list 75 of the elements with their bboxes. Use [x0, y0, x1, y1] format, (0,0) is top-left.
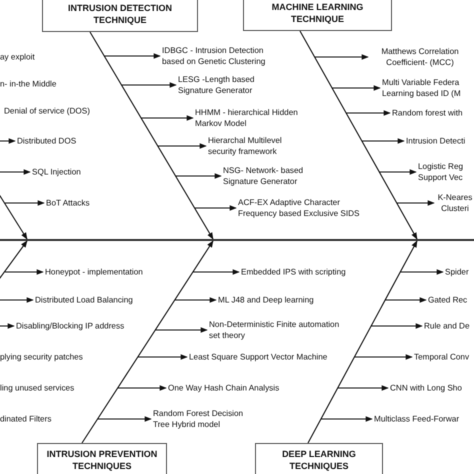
bone-arrow	[90, 32, 214, 240]
branch-arrow	[4, 200, 45, 206]
branch-arrow	[354, 354, 413, 360]
branch-arrow	[174, 297, 217, 303]
branch-arrow	[371, 323, 423, 329]
cause-label: Distributed DOS	[17, 135, 76, 147]
cause-label: dinated Filters	[0, 413, 52, 425]
cause-label: Random forest with	[392, 107, 463, 119]
branch-arrow	[104, 53, 161, 59]
branch-arrow	[118, 385, 167, 391]
cause-label: n- in-the Middle	[0, 78, 56, 90]
cause-label: NSG- Network- based Signature Generator	[223, 164, 323, 188]
cause-label: One Way Hash Chain Analysis	[168, 382, 280, 394]
cause-label: SQL Injection	[32, 166, 81, 178]
branch-arrow	[0, 169, 31, 175]
cause-label: Distributed Load Balancing	[35, 294, 133, 306]
cause-label: ay exploit	[0, 51, 35, 63]
cause-label: Matthews Correlation Coefficient- (MCC)	[370, 46, 470, 68]
category-box: DEEP LEARNING TECHNIQUES	[255, 443, 383, 474]
cause-label: Spider	[445, 266, 469, 278]
branch-arrow	[98, 416, 152, 422]
cause-label: Embedded IPS with scripting	[241, 266, 346, 278]
bone-arrow	[300, 30, 418, 240]
cause-label: Multi Variable Federa Learning based ID (M	[382, 76, 474, 100]
cause-label: Denial of service (DOS)	[4, 105, 90, 117]
spine-line	[0, 239, 474, 241]
branch-arrow	[379, 169, 417, 175]
category-box: INTRUSION PREVENTION TECHNIQUES	[37, 443, 167, 474]
cause-label: Logistic Reg Support Vec	[418, 160, 474, 184]
cause-label: Rule and De	[424, 320, 470, 332]
cause-label: LESG -Length based Signature Generator	[178, 74, 273, 96]
cause-label: ling unused services	[0, 382, 74, 394]
cause-label: K-Neares Clusteri	[436, 192, 474, 214]
branch-arrow	[346, 110, 391, 116]
cause-label: ML J48 and Deep learning	[218, 294, 314, 306]
branch-arrow	[400, 269, 444, 275]
cause-label: Temporal Conv	[414, 351, 470, 363]
branch-arrow	[141, 115, 194, 121]
bone-arrow	[82, 240, 214, 444]
cause-label: Least Square Support Vector Machine	[189, 351, 328, 363]
branch-arrow	[0, 297, 34, 303]
cause-label: plying security patches	[0, 351, 83, 363]
branch-arrow	[396, 200, 435, 206]
cause-label: Hierarchal Multilevel security framework	[208, 134, 308, 158]
branch-arrow	[138, 354, 188, 360]
cause-label: HHMM - hierarchical Hidden Markov Model	[195, 106, 320, 130]
branch-arrow	[0, 138, 16, 144]
branch-arrow	[338, 385, 389, 391]
cause-label: Random Forest Decision Tree Hybrid model	[153, 408, 261, 430]
cause-label: IDBGC - Intrusion Detection based on Genetic Clustering	[162, 44, 282, 68]
bone-arrow	[308, 240, 418, 444]
branch-arrow	[5, 269, 44, 275]
branch-arrow	[194, 205, 237, 211]
cause-label: Multiclass Feed-Forwar	[374, 413, 460, 425]
category-box: MACHINE LEARNING TECHNIQUE	[243, 0, 392, 31]
category-box: INTRUSION DETECTION TECHNIQUE	[42, 0, 198, 32]
branch-arrow	[176, 173, 222, 179]
branch-arrow	[192, 269, 240, 275]
branch-arrow	[385, 297, 427, 303]
cause-label: Non-Deterministic Finite automation set theory	[209, 318, 349, 342]
cause-label: Disabling/Blocking IP address	[16, 320, 124, 332]
cause-label: Intrusion Detecti	[406, 135, 466, 147]
branch-arrow	[122, 82, 177, 88]
branch-arrow	[314, 54, 369, 60]
cause-label: Honeypot - implementation	[45, 266, 143, 278]
branch-arrow	[0, 323, 15, 329]
cause-label: Gated Rec	[428, 294, 468, 306]
branch-arrow	[321, 416, 373, 422]
branch-arrow	[332, 85, 381, 91]
branch-arrow	[155, 327, 208, 333]
cause-label: ACF-EX Adaptive Character Frequency based Exclusive SIDS	[238, 196, 369, 220]
cause-label: CNN with Long Sho	[390, 382, 462, 394]
cause-label: BoT Attacks	[46, 197, 90, 209]
branch-arrow	[362, 138, 405, 144]
branch-arrow	[158, 143, 207, 149]
